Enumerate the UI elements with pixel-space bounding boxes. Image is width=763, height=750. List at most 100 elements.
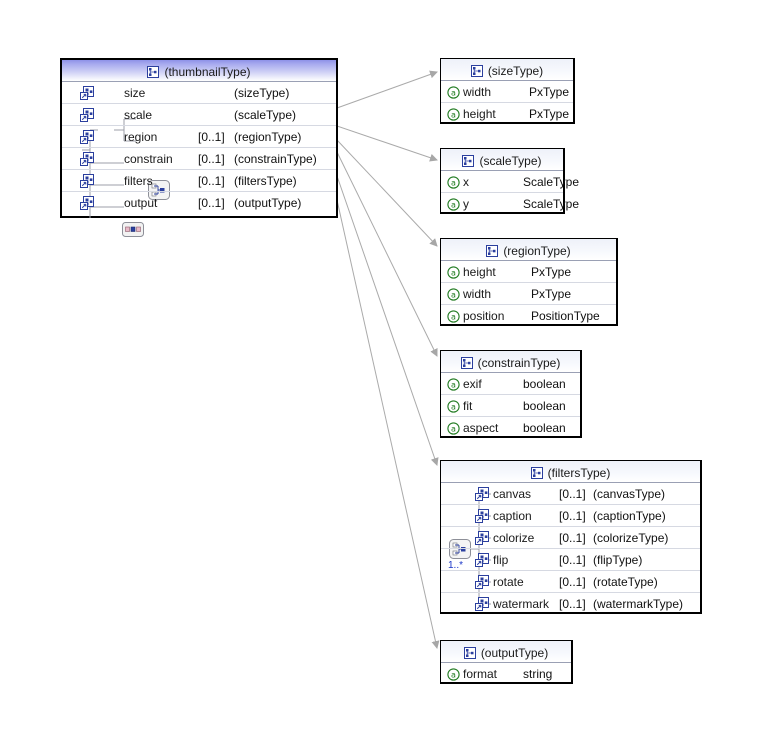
all-connector-icon[interactable] bbox=[122, 222, 144, 237]
attribute-name: height bbox=[463, 264, 496, 279]
attribute-type: string bbox=[523, 667, 553, 681]
complex-type-box-filtersType[interactable]: (filtersType)1..*canvas[0..1](canvasType… bbox=[440, 460, 702, 614]
element-type: (scaleType) bbox=[234, 107, 297, 122]
attribute-type: PxType bbox=[529, 107, 570, 121]
box-header: (filtersType) bbox=[441, 461, 700, 483]
attribute-type: boolean bbox=[523, 376, 566, 391]
element-row[interactable]: output[0..1](outputType) bbox=[62, 192, 336, 214]
element-type: (flipType) bbox=[593, 552, 643, 567]
element-type: (regionType) bbox=[234, 129, 302, 144]
element-cardinality: [0..1] bbox=[559, 597, 586, 611]
element-type: (watermarkType) bbox=[593, 597, 684, 611]
box-title: (sizeType) bbox=[487, 63, 544, 78]
attribute-icon: a bbox=[447, 176, 460, 189]
attribute-icon: a bbox=[447, 310, 460, 323]
attribute-type: boolean bbox=[523, 398, 566, 413]
element-icon bbox=[475, 508, 489, 523]
element-icon bbox=[475, 530, 489, 545]
box-header: (outputType) bbox=[441, 641, 571, 663]
box-title: (filtersType) bbox=[547, 465, 611, 480]
element-name: caption bbox=[493, 508, 532, 523]
element-cardinality: [0..1] bbox=[559, 530, 586, 545]
svg-text:a: a bbox=[451, 425, 456, 434]
element-row[interactable]: canvas [0..1] (canvasType) bbox=[441, 483, 700, 505]
link-size bbox=[336, 70, 438, 109]
element-row[interactable]: flip[0..1](flipType) bbox=[441, 549, 700, 571]
element-type: (canvasType) bbox=[593, 486, 666, 501]
element-icon bbox=[80, 196, 94, 211]
complex-type-icon bbox=[460, 356, 473, 369]
sequence-connector-icon[interactable] bbox=[449, 539, 471, 559]
element-icon bbox=[475, 486, 489, 501]
element-name: colorize bbox=[493, 530, 535, 545]
attribute-icon: a bbox=[447, 400, 460, 413]
element-row[interactable]: size(sizeType) bbox=[62, 82, 336, 104]
attribute-type: ScaleType bbox=[523, 197, 580, 211]
element-row[interactable]: region[0..1](regionType) bbox=[62, 126, 336, 148]
element-name: constrain bbox=[124, 151, 173, 166]
svg-text:a: a bbox=[451, 179, 456, 188]
box-header: (scaleType) bbox=[441, 149, 563, 171]
element-row[interactable]: colorize[0..1](colorizeType) bbox=[441, 527, 700, 549]
element-name: canvas bbox=[493, 486, 532, 501]
element-name: watermark bbox=[493, 597, 550, 611]
attribute-name: aspect bbox=[463, 421, 499, 435]
element-icon bbox=[80, 85, 94, 100]
element-row[interactable]: constrain[0..1](constrainType) bbox=[62, 148, 336, 170]
complex-type-box-thumbnailType[interactable]: (thumbnailType) bbox=[60, 58, 338, 237]
element-row[interactable]: filters[0..1](filtersType) bbox=[62, 170, 336, 192]
element-row[interactable]: rotate [0..1] (rotateType) bbox=[441, 571, 700, 593]
element-cardinality: [0..1] bbox=[559, 574, 586, 589]
element-name: output bbox=[124, 196, 158, 210]
link-filters bbox=[336, 175, 439, 466]
element-cardinality: [0..1] bbox=[198, 173, 225, 188]
complex-type-icon bbox=[463, 646, 476, 659]
attribute-icon: a bbox=[447, 86, 460, 99]
attribute-name: width bbox=[463, 84, 492, 99]
element-cardinality: [0..1] bbox=[198, 196, 225, 210]
element-cardinality: [0..1] bbox=[559, 486, 586, 501]
box-title-thumbnailType: (thumbnailType) bbox=[164, 64, 251, 79]
svg-text:a: a bbox=[451, 291, 456, 300]
link-region bbox=[336, 139, 438, 247]
element-row[interactable]: scale(scaleType) bbox=[62, 104, 336, 126]
element-row[interactable]: watermark [0..1] (watermarkType) bbox=[441, 593, 700, 615]
box-body: 1..*canvas[0..1](canvasType)caption[0..1… bbox=[441, 483, 700, 615]
svg-text:a: a bbox=[451, 403, 456, 412]
element-icon bbox=[80, 151, 94, 166]
attribute-icon: a bbox=[447, 378, 460, 391]
element-row[interactable]: caption[0..1](captionType) bbox=[441, 505, 700, 527]
sequence-connector-icon[interactable] bbox=[148, 180, 170, 200]
svg-text:a: a bbox=[451, 313, 456, 322]
element-name: rotate bbox=[493, 574, 524, 589]
element-name: size bbox=[124, 85, 146, 100]
attribute-type: PxType bbox=[531, 264, 572, 279]
attribute-icon: a bbox=[447, 266, 460, 279]
attribute-name: fit bbox=[463, 398, 473, 413]
svg-text:a: a bbox=[451, 671, 456, 680]
element-type: (rotateType) bbox=[593, 574, 658, 589]
element-cardinality: [0..1] bbox=[198, 151, 225, 166]
link-output bbox=[336, 199, 440, 649]
